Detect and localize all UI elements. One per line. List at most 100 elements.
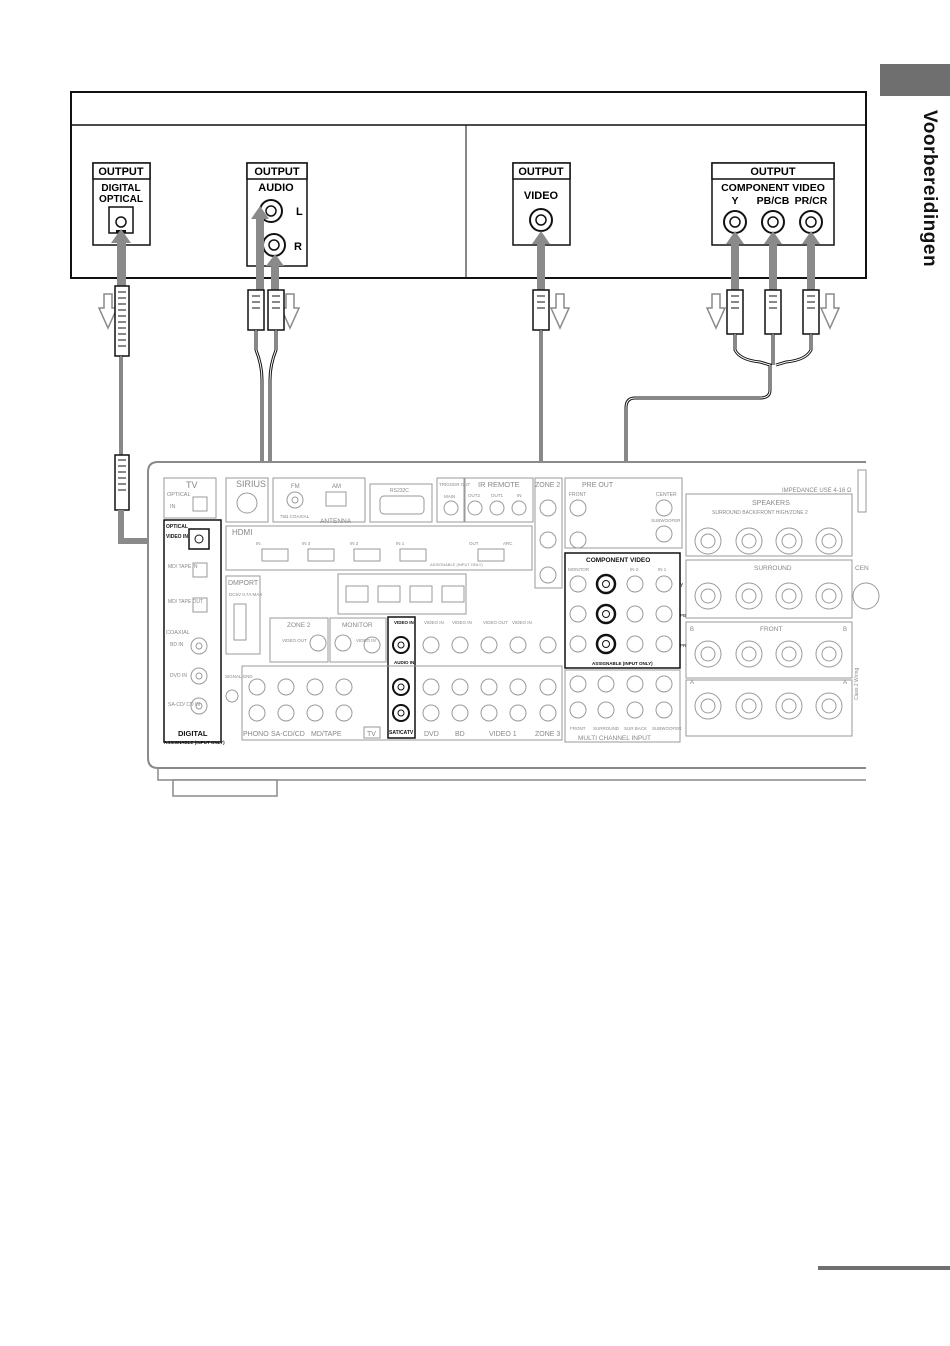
svg-text:RS232C: RS232C bbox=[390, 488, 409, 494]
svg-text:DMPORT: DMPORT bbox=[228, 580, 259, 587]
svg-text:SURROUND BACK/FRONT HIGH/ZONE: SURROUND BACK/FRONT HIGH/ZONE 2 bbox=[712, 510, 808, 516]
svg-text:FRONT: FRONT bbox=[760, 626, 782, 633]
digital-output-header: OUTPUT bbox=[98, 166, 144, 178]
svg-text:SIRIUS: SIRIUS bbox=[236, 479, 266, 489]
svg-text:OUT1: OUT1 bbox=[491, 493, 503, 498]
svg-text:MD/ TAPE OUT: MD/ TAPE OUT bbox=[168, 599, 203, 605]
svg-text:ZONE 2: ZONE 2 bbox=[287, 622, 311, 629]
receiver-foot bbox=[172, 779, 278, 797]
svg-text:HDMI: HDMI bbox=[232, 528, 252, 537]
svg-text:VIDEO IN: VIDEO IN bbox=[394, 620, 414, 625]
svg-text:VIDEO IN: VIDEO IN bbox=[512, 620, 532, 625]
svg-text:MULTI CHANNEL INPUT: MULTI CHANNEL INPUT bbox=[578, 735, 651, 742]
svg-text:IN 2: IN 2 bbox=[630, 567, 639, 572]
plug-direction-arrows bbox=[97, 293, 841, 330]
component-output: OUTPUT COMPONENT VIDEO Y PB/CB PR/CR bbox=[711, 162, 835, 246]
svg-text:TV: TV bbox=[367, 731, 376, 738]
svg-text:VIDEO IN: VIDEO IN bbox=[424, 620, 444, 625]
svg-text:ASSIGNABLE (INPUT ONLY): ASSIGNABLE (INPUT ONLY) bbox=[164, 740, 225, 745]
svg-text:SUBWOOFER: SUBWOOFER bbox=[652, 726, 682, 731]
svg-text:A: A bbox=[690, 680, 694, 686]
flow-arrows-up bbox=[111, 206, 820, 290]
tv-label: TV bbox=[186, 480, 198, 490]
audio-l-label: L bbox=[296, 206, 303, 218]
video-output-label: VIDEO bbox=[524, 190, 559, 202]
svg-text:A: A bbox=[843, 680, 847, 686]
receiver-panel-blocks: TV OPTICAL IN OPTICAL VIDEO IN MD/ TAPE … bbox=[163, 469, 880, 745]
svg-text:MONITOR: MONITOR bbox=[342, 622, 373, 629]
receiver-component-label: COMPONENT VIDEO bbox=[586, 557, 650, 564]
svg-text:ZONE 2: ZONE 2 bbox=[535, 482, 560, 489]
svg-text:AUDIO IN: AUDIO IN bbox=[394, 660, 414, 665]
svg-text:ARC: ARC bbox=[503, 541, 513, 546]
svg-text:Y: Y bbox=[680, 583, 684, 589]
svg-text:IN: IN bbox=[517, 493, 522, 498]
component-output-label: COMPONENT VIDEO bbox=[721, 182, 825, 194]
svg-text:PRE OUT: PRE OUT bbox=[582, 482, 614, 489]
svg-text:SURROUND: SURROUND bbox=[593, 726, 620, 731]
svg-text:DVD: DVD bbox=[424, 731, 439, 738]
digital-output-label-1: DIGITAL bbox=[101, 183, 140, 194]
svg-text:SA-CD/CD: SA-CD/CD bbox=[271, 731, 305, 738]
svg-text:MONITOR: MONITOR bbox=[568, 567, 590, 572]
svg-text:CEN: CEN bbox=[855, 565, 869, 572]
component-pb-label: PB/CB bbox=[757, 195, 790, 207]
receiver-rear-panel: TV OPTICAL IN OPTICAL VIDEO IN MD/ TAPE … bbox=[147, 461, 880, 797]
svg-text:OUT: OUT bbox=[469, 541, 479, 546]
section-tab-marker bbox=[880, 64, 950, 96]
svg-text:OUT2: OUT2 bbox=[468, 493, 480, 498]
svg-text:SUR BACK: SUR BACK bbox=[624, 726, 647, 731]
svg-text:DC5V 0.7A MAX: DC5V 0.7A MAX bbox=[229, 592, 262, 597]
svg-text:IR REMOTE: IR REMOTE bbox=[478, 480, 520, 489]
section-tab-label: Voorbereidingen bbox=[919, 110, 940, 268]
svg-text:Class 2 Wiring: Class 2 Wiring bbox=[854, 668, 860, 700]
svg-text:MAIN: MAIN bbox=[444, 494, 455, 499]
svg-text:TRIGGER OUT: TRIGGER OUT bbox=[439, 482, 471, 487]
svg-text:OPTICAL: OPTICAL bbox=[167, 492, 191, 498]
svg-text:B: B bbox=[690, 627, 694, 633]
audio-output-label: AUDIO bbox=[258, 182, 294, 194]
svg-text:VIDEO OUT: VIDEO OUT bbox=[282, 638, 307, 643]
audio-output-header: OUTPUT bbox=[254, 166, 300, 178]
svg-text:ASSIGNABLE (INPUT ONLY): ASSIGNABLE (INPUT ONLY) bbox=[430, 562, 483, 567]
svg-text:IMPEDANCE USE 4-16 Ω: IMPEDANCE USE 4-16 Ω bbox=[782, 488, 852, 494]
video-output-header: OUTPUT bbox=[518, 166, 564, 178]
svg-text:IN 1: IN 1 bbox=[658, 567, 667, 572]
svg-text:SIGNAL GND: SIGNAL GND bbox=[225, 674, 253, 679]
svg-text:VIDEO IN: VIDEO IN bbox=[166, 534, 188, 540]
svg-text:VIDEO 1: VIDEO 1 bbox=[489, 731, 517, 738]
svg-text:PR: PR bbox=[680, 643, 687, 648]
svg-text:IN: IN bbox=[170, 504, 176, 510]
svg-text:75Ω COAXIAL: 75Ω COAXIAL bbox=[280, 514, 310, 519]
svg-text:COAXIAL: COAXIAL bbox=[166, 630, 190, 636]
svg-text:FM: FM bbox=[291, 484, 300, 490]
svg-text:ASSIGNABLE (INPUT ONLY): ASSIGNABLE (INPUT ONLY) bbox=[592, 661, 653, 666]
svg-text:PHONO: PHONO bbox=[243, 731, 269, 738]
source-device: OUTPUT DIGITAL OPTICAL OUTPUT AUDIO L R bbox=[70, 91, 867, 279]
component-output-header: OUTPUT bbox=[750, 166, 796, 178]
svg-text:FRONT: FRONT bbox=[569, 492, 586, 498]
svg-text:VIDEO IN: VIDEO IN bbox=[452, 620, 472, 625]
svg-text:IN: IN bbox=[256, 541, 261, 546]
svg-text:IN 1: IN 1 bbox=[396, 541, 405, 546]
svg-text:IN 2: IN 2 bbox=[350, 541, 359, 546]
optical-cable bbox=[114, 285, 130, 511]
svg-text:SUBWOOFER: SUBWOOFER bbox=[651, 518, 681, 523]
svg-text:BD IN: BD IN bbox=[170, 642, 184, 648]
component-pr-label: PR/CR bbox=[795, 195, 828, 207]
svg-text:DVD IN: DVD IN bbox=[170, 673, 187, 679]
svg-text:FRONT: FRONT bbox=[570, 726, 586, 731]
svg-text:ANTENNA: ANTENNA bbox=[320, 518, 352, 525]
svg-text:AM: AM bbox=[332, 484, 341, 490]
continued-rule bbox=[818, 1266, 950, 1270]
component-y-label: Y bbox=[731, 195, 738, 207]
audio-r-label: R bbox=[294, 241, 302, 253]
digital-output-label-2: OPTICAL bbox=[99, 194, 143, 205]
svg-text:BD: BD bbox=[455, 731, 465, 738]
svg-text:MD/TAPE: MD/TAPE bbox=[311, 731, 342, 738]
video-output: OUTPUT VIDEO bbox=[512, 162, 571, 246]
svg-text:IN 3: IN 3 bbox=[302, 541, 311, 546]
svg-text:OPTICAL: OPTICAL bbox=[166, 524, 188, 530]
